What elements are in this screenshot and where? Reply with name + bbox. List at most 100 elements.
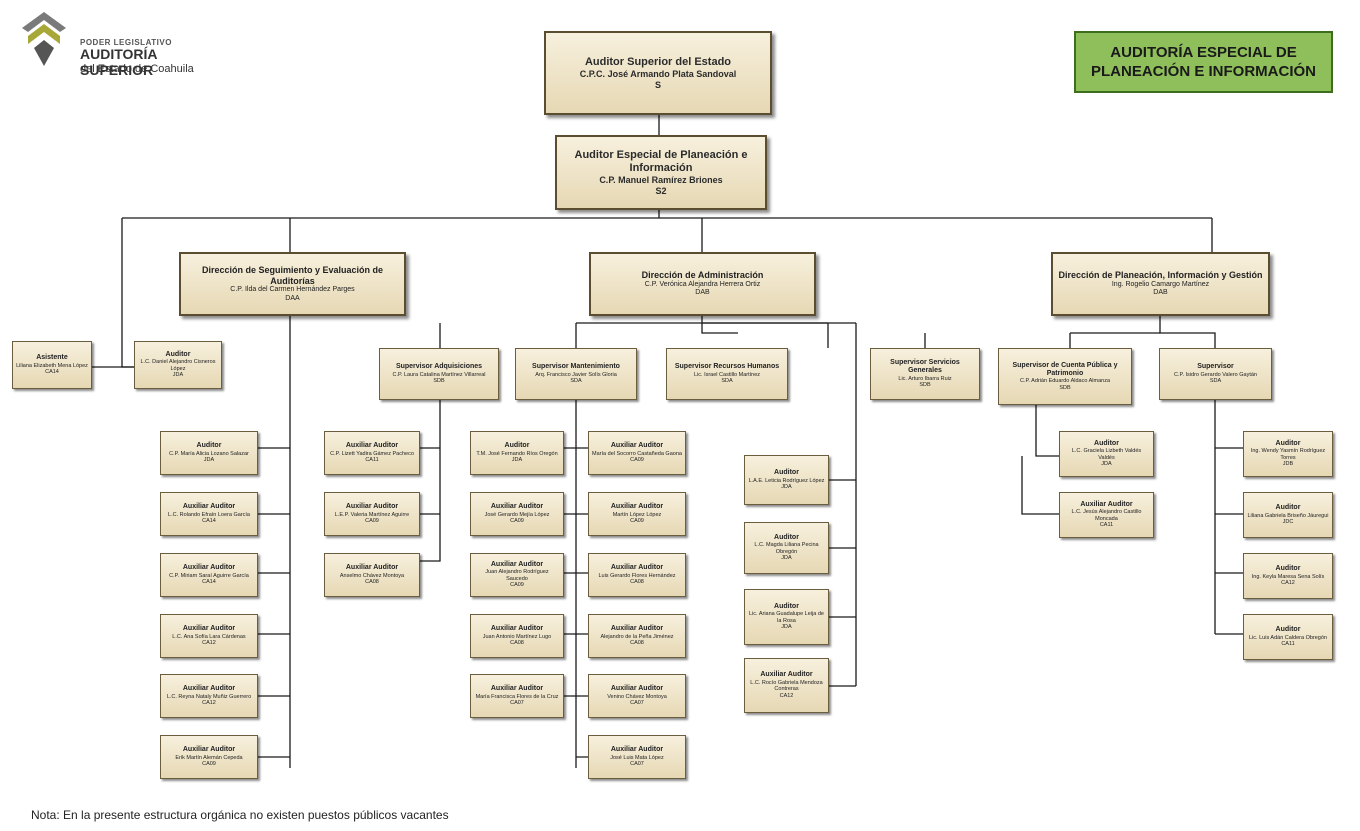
- node-daa-6: Auxiliar Auditor Erik Martín Alemán Cepe…: [160, 735, 258, 779]
- node-code: CA08: [630, 579, 644, 586]
- node-title: Auxiliar Auditor: [610, 685, 664, 693]
- node-name: C.P. María Alicia Lozano Salazar: [169, 450, 249, 457]
- node-name: Venino Chávez Montoya: [607, 693, 667, 700]
- node-name: María del Socorro Castañeda Gaona: [592, 450, 682, 457]
- node-code: CA12: [202, 700, 216, 707]
- node-adq-1: Auxiliar Auditor C.P. Lizett Yadira Gáme…: [324, 431, 420, 475]
- node-pla-4: Auditor Lic. Luis Adán Caldera Obregón C…: [1243, 614, 1333, 660]
- node-man-r1: Auxiliar Auditor María del Socorro Casta…: [588, 431, 686, 475]
- node-title: Auxiliar Auditor: [610, 442, 664, 450]
- node-title: Auxiliar Auditor: [182, 625, 236, 633]
- node-name: Martín López López: [612, 511, 662, 518]
- node-adq-2: Auxiliar Auditor L.E.P. Valeria Martínez…: [324, 492, 420, 536]
- node-code: CA14: [45, 369, 59, 376]
- node-title: Auditor Superior del Estado: [584, 55, 732, 68]
- node-name: Lic. Israel Castillo Martínez: [693, 371, 761, 378]
- node-title: Auxiliar Auditor: [345, 503, 399, 511]
- node-name: Juan Antonio Martínez Lugo: [482, 633, 552, 640]
- node-name: Ing. Keyla Maresa Sena Solís: [1251, 573, 1325, 580]
- node-code: CA09: [202, 761, 216, 768]
- node-code: DAA: [285, 294, 300, 302]
- node-title: Auxiliar Auditor: [610, 564, 664, 572]
- node-name: José Luis Mata López: [610, 754, 664, 761]
- node-code: JDB: [1282, 461, 1294, 468]
- node-title: Auxiliar Auditor: [610, 746, 664, 754]
- node-man-r3: Auxiliar Auditor Luis Gerardo Flores Her…: [588, 553, 686, 597]
- node-code: SDA: [1209, 378, 1222, 385]
- node-title: Supervisor Adquisiciones: [395, 363, 483, 371]
- node-title: Auxiliar Auditor: [490, 503, 544, 511]
- node-sup-planeacion: Supervisor C.P. Isidro Gerardo Valero Ga…: [1159, 348, 1272, 400]
- node-name: Erik Martín Alemán Cepeda: [175, 754, 243, 761]
- node-name: C.P. Miriam Saraí Aguirre García: [169, 572, 249, 579]
- node-name: Liliana Gabriela Briseño Jáuregui: [1247, 512, 1329, 519]
- node-dir-seguimiento: Dirección de Seguimiento y Evaluación de…: [179, 252, 406, 316]
- node-daa-3: Auxiliar Auditor C.P. Miriam Saraí Aguir…: [160, 553, 258, 597]
- node-code: JDA: [1101, 461, 1112, 468]
- node-code: CA09: [630, 518, 644, 525]
- node-code: CA08: [510, 640, 524, 647]
- logo-line-1: PODER LEGISLATIVO: [80, 38, 172, 47]
- node-title: Auditor: [504, 442, 530, 450]
- node-title: Auditor: [1275, 626, 1301, 634]
- node-dir-planeacion: Dirección de Planeación, Información y G…: [1051, 252, 1270, 316]
- node-gen-2: Auditor L.C. Magda Liliana Pecina Obregó…: [744, 522, 829, 574]
- node-code: CA12: [779, 692, 794, 699]
- node-code: S2: [655, 185, 667, 196]
- node-title: Auditor: [1094, 439, 1119, 447]
- node-name: L.C. Rolando Efraín Loera García: [168, 511, 250, 518]
- node-title: Supervisor Servicios Generales: [890, 359, 960, 375]
- node-code: JDA: [781, 484, 792, 491]
- node-code: SDA: [570, 378, 582, 385]
- node-title: Auxiliar Auditor: [490, 560, 544, 568]
- auditoria-emblem-icon: [22, 12, 66, 66]
- node-name: C.P. Lizett Yadira Gámez Pacheco: [330, 450, 414, 457]
- node-pla-2: Auditor Liliana Gabriela Briseño Jáuregu…: [1243, 492, 1333, 538]
- node-title: Supervisor: [1197, 363, 1234, 371]
- node-daa-4: Auxiliar Auditor L.C. Ana Sofía Lara Cár…: [160, 614, 258, 658]
- footnote: Nota: En la presente estructura orgánica…: [31, 808, 449, 822]
- node-title: Auditor: [774, 533, 799, 541]
- node-name: L.C. Ana Sofía Lara Cárdenas: [172, 633, 246, 640]
- node-title: Supervisor de Cuenta Pública y Patrimoni…: [1012, 361, 1118, 377]
- node-name: C.P. Ilda del Carmen Hernández Parges: [230, 286, 355, 294]
- node-name: T.M. José Fernando Ríos Oregón: [476, 450, 558, 457]
- node-code: CA14: [202, 518, 216, 525]
- node-code: DAB: [695, 289, 710, 297]
- node-title: Auxiliar Auditor: [490, 625, 544, 633]
- node-name: Luis Gerardo Flores Hernández: [598, 572, 676, 579]
- node-name: L.A.E. Leticia Rodríguez López: [748, 477, 825, 484]
- node-name: L.C. Magda Liliana Pecina Obregón: [754, 542, 819, 555]
- node-title: Auditor: [774, 602, 799, 610]
- node-auditor-cisneros: Auditor L.C. Daniel Alejandro Cisneros L…: [134, 341, 222, 389]
- node-title: Auxiliar Auditor: [610, 503, 664, 511]
- node-sup-adquisiciones: Supervisor Adquisiciones C.P. Laura Cata…: [379, 348, 499, 400]
- node-man-r5: Auxiliar Auditor Venino Chávez Montoya C…: [588, 674, 686, 718]
- page-title-line-1: AUDITORÍA ESPECIAL DE: [1110, 43, 1297, 61]
- page-title: AUDITORÍA ESPECIAL DE PLANEACIÓN E INFOR…: [1074, 31, 1333, 93]
- node-name: José Gerardo Mejía López: [484, 511, 550, 518]
- node-code: JDA: [781, 624, 792, 631]
- node-name: Ing. Rogelio Camargo Martínez: [1111, 281, 1210, 288]
- node-code: CA11: [365, 457, 379, 464]
- node-title: Auxiliar Auditor: [182, 746, 236, 754]
- node-man-l1: Auditor T.M. José Fernando Ríos Oregón J…: [470, 431, 564, 475]
- node-man-l4: Auxiliar Auditor Juan Antonio Martínez L…: [470, 614, 564, 658]
- logo-line-2: AUDITORÍA SUPERIOR: [80, 46, 157, 78]
- node-code: SDB: [1059, 384, 1071, 391]
- node-name: Lic. Luis Adán Caldera Obregón: [1249, 634, 1327, 641]
- node-code: S: [654, 79, 661, 90]
- node-title: Auditor Especial de Planeación e Informa…: [574, 148, 748, 174]
- node-title: Auditor: [1275, 504, 1301, 512]
- node-man-l5: Auxiliar Auditor María Francisca Flores …: [470, 674, 564, 718]
- node-title: Auxiliar Auditor: [760, 671, 813, 679]
- node-name: L.C. Graciela Lizbeth Valdés Valdés: [1071, 448, 1142, 461]
- node-code: JDA: [511, 457, 523, 464]
- node-daa-1: Auditor C.P. María Alicia Lozano Salazar…: [160, 431, 258, 475]
- node-name: C.P. Isidro Gerardo Valero Gaytán: [1174, 371, 1257, 378]
- node-title: Auditor: [165, 350, 191, 358]
- node-title: Auditor: [1275, 565, 1301, 573]
- node-title: Auxiliar Auditor: [182, 564, 236, 572]
- node-title: Auditor: [1275, 439, 1301, 447]
